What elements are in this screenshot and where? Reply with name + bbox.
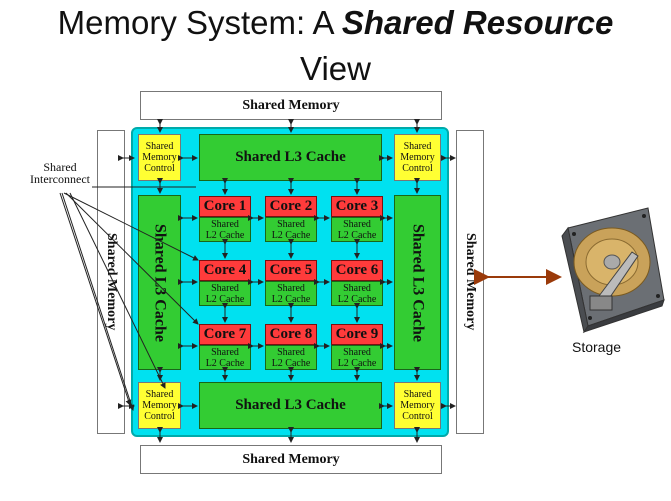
l2-cache-9: Shared L2 Cache	[331, 345, 383, 370]
shared-memory-left: Shared Memory	[97, 130, 125, 434]
shared-memory-left-label: Shared Memory	[104, 233, 119, 331]
shared-memory-control-top-right: Shared Memory Control	[394, 134, 441, 181]
core-4: Core 4	[199, 260, 251, 281]
shared-l3-cache-bottom-label: Shared L3 Cache	[235, 397, 346, 413]
l2-cache-5: Shared L2 Cache	[265, 281, 317, 306]
bus-arrows	[118, 119, 456, 443]
core-1: Core 1	[199, 196, 251, 217]
l2-cache-4: Shared L2 Cache	[199, 281, 251, 306]
page-title-line2: View	[300, 50, 371, 87]
title-emphasis: Shared Resource	[341, 4, 614, 41]
shared-l3-cache-top: Shared L3 Cache	[199, 134, 382, 181]
core-8: Core 8	[265, 324, 317, 345]
hard-drive-icon	[561, 207, 665, 334]
page-title: Memory System: A Shared Resource	[0, 4, 671, 42]
core-3: Core 3	[331, 196, 383, 217]
shared-l3-cache-right: Shared L3 Cache	[394, 195, 441, 370]
title-prefix: Memory System: A	[57, 4, 342, 41]
shared-l3-cache-bottom: Shared L3 Cache	[199, 382, 382, 429]
l2-cache-7: Shared L2 Cache	[199, 345, 251, 370]
shared-l3-cache-right-label: Shared L3 Cache	[409, 223, 427, 342]
shared-interconnect-label: Shared Interconnect	[30, 160, 90, 186]
l2-cache-8: Shared L2 Cache	[265, 345, 317, 370]
core-2: Core 2	[265, 196, 317, 217]
core-9: Core 9	[331, 324, 383, 345]
shared-memory-top-label: Shared Memory	[242, 97, 340, 113]
shared-memory-right-label: Shared Memory	[463, 233, 478, 331]
shared-memory-bottom-label: Shared Memory	[242, 451, 340, 467]
shared-memory-control-bottom-left: Shared Memory Control	[138, 382, 181, 429]
l2-cache-3: Shared L2 Cache	[331, 217, 383, 242]
l2-cache-1: Shared L2 Cache	[199, 217, 251, 242]
interconnect-pointers	[59, 186, 199, 411]
shared-memory-control-bottom-right: Shared Memory Control	[394, 382, 441, 429]
shared-l3-cache-left-label: Shared L3 Cache	[151, 223, 169, 342]
storage-label: Storage	[572, 339, 622, 355]
l2-cache-6: Shared L2 Cache	[331, 281, 383, 306]
core-7: Core 7	[199, 324, 251, 345]
core-5: Core 5	[265, 260, 317, 281]
shared-l3-cache-top-label: Shared L3 Cache	[235, 149, 346, 165]
l2-cache-2: Shared L2 Cache	[265, 217, 317, 242]
core-6: Core 6	[331, 260, 383, 281]
shared-memory-bottom: Shared Memory	[140, 445, 442, 474]
